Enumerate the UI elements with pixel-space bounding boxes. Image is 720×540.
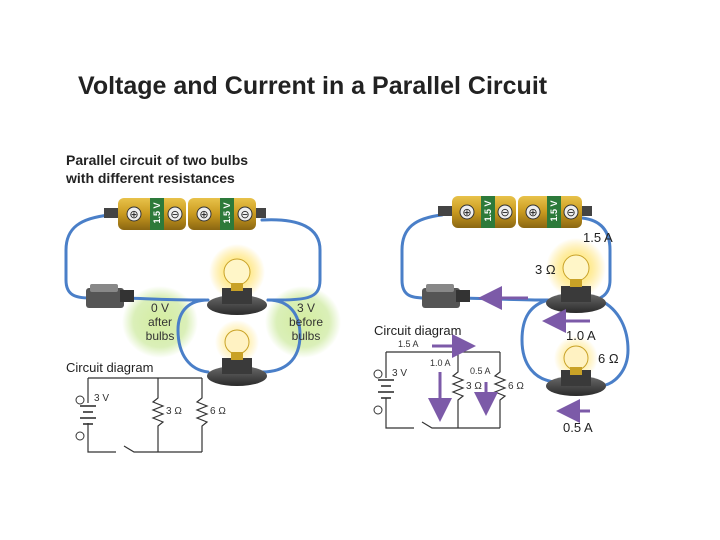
left-switch <box>86 284 134 308</box>
before-bulbs-label: 3 V before bulbs <box>288 301 324 343</box>
svg-text:⊕: ⊕ <box>528 206 537 219</box>
svg-text:⊖: ⊖ <box>170 208 179 221</box>
right-cd-source: 3 V <box>392 368 408 379</box>
left-bulb-top <box>207 244 267 315</box>
svg-text:⊖: ⊖ <box>500 206 509 219</box>
left-circuit-diagram-title: Circuit diagram <box>66 360 154 375</box>
right-circuit-schematic <box>378 351 507 429</box>
right-cd-r2: 6 Ω <box>508 381 524 392</box>
page-title: Voltage and Current in a Parallel Circui… <box>78 72 548 100</box>
right-cd-total-current: 1.5 A <box>398 339 419 349</box>
left-battery-1-label: 1.5 V <box>152 202 162 224</box>
right-switch <box>422 284 470 308</box>
after-bulbs-label: 0 V after bulbs <box>145 301 175 343</box>
left-cd-plus <box>75 395 85 405</box>
right-bulb-top <box>546 238 606 313</box>
left-cd-minus <box>75 431 85 441</box>
svg-text:⊕: ⊕ <box>462 206 471 219</box>
left-battery-2-label: 1.5 V <box>222 202 232 224</box>
right-cd-branch2-current: 0.5 A <box>470 366 491 376</box>
right-battery-2: ⊕ ⊖ <box>518 196 582 228</box>
left-bulb-bottom <box>207 320 267 386</box>
svg-text:⊖: ⊖ <box>566 206 575 219</box>
left-cd-r1: 3 Ω <box>166 406 182 417</box>
svg-text:⊕: ⊕ <box>129 208 138 221</box>
left-wires <box>64 213 322 374</box>
right-cd-minus <box>373 405 383 415</box>
left-battery-2: ⊕ ⊖ <box>188 198 256 230</box>
left-battery-1: ⊕ ⊖ <box>118 198 186 230</box>
right-bulb2-resistance: 6 Ω <box>598 351 619 366</box>
svg-text:⊕: ⊕ <box>199 208 208 221</box>
right-bulb-bottom <box>546 336 606 396</box>
right-cd-r1: 3 Ω <box>466 381 482 392</box>
right-bulb1-resistance: 3 Ω <box>535 262 556 277</box>
right-battery-2-label: 1.5 V <box>549 200 559 222</box>
left-circuit-schematic <box>80 377 209 453</box>
right-cd-plus <box>373 369 383 379</box>
right-battery-1-label: 1.5 V <box>483 200 493 222</box>
left-cd-source: 3 V <box>94 393 110 404</box>
left-cd-r2: 6 Ω <box>210 406 226 417</box>
svg-text:⊖: ⊖ <box>240 208 249 221</box>
subtitle-line-1: Parallel circuit of two bulbs <box>66 152 249 168</box>
right-bulb1-current: 1.0 A <box>566 328 596 343</box>
right-cd-branch1-current: 1.0 A <box>430 358 451 368</box>
right-battery-1: ⊕ ⊖ <box>452 196 516 228</box>
right-circuit-diagram-title: Circuit diagram <box>374 323 462 338</box>
subtitle-line-2: with different resistances <box>66 170 235 186</box>
right-total-current: 1.5 A <box>583 230 613 245</box>
right-bulb2-current: 0.5 A <box>563 420 593 435</box>
left-subtitle: Parallel circuit of two bulbs with diffe… <box>66 151 326 187</box>
